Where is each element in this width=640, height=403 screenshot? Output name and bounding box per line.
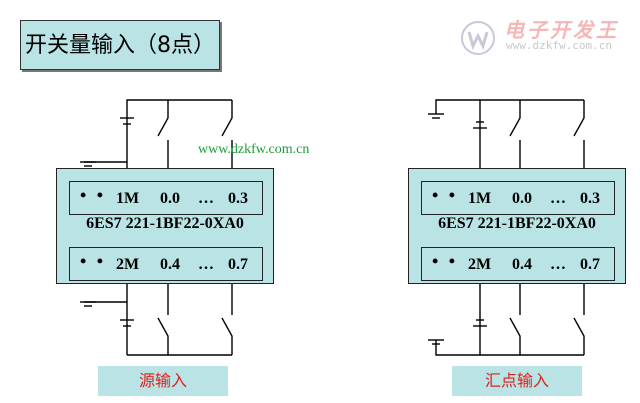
end-address: 0.3 <box>228 190 248 207</box>
ellipsis: … <box>198 256 214 273</box>
start-address: 0.0 <box>160 190 180 207</box>
plc-module-source: • • 1M 0.0 … 0.3 6ES7 221-1BF22-0XA0 • •… <box>56 168 274 284</box>
caption-sink-input: 汇点输入 <box>452 366 582 396</box>
start-address: 0.0 <box>512 190 532 207</box>
terminal-row-top: • • 1M 0.0 … 0.3 <box>421 181 615 215</box>
start-address: 0.4 <box>512 256 532 273</box>
common-label: 2M <box>468 256 492 273</box>
common-label: 1M <box>468 190 492 207</box>
terminal-row-bottom: • • 2M 0.4 … 0.7 <box>421 247 615 281</box>
terminal-row-top: • • 1M 0.0 … 0.3 <box>69 181 263 215</box>
ellipsis: … <box>550 190 566 207</box>
terminal-dots: • • <box>432 185 459 205</box>
diagram-title: 开关量输入（8点） <box>20 20 220 70</box>
watermark-url: www.dzkfw.com.cn <box>198 142 310 157</box>
logo-text: 电子开发王 <box>504 18 619 42</box>
terminal-dots: • • <box>432 251 459 271</box>
end-address: 0.7 <box>580 256 600 273</box>
end-address: 0.3 <box>580 190 600 207</box>
terminal-dots: • • <box>80 251 107 271</box>
terminal-dots: • • <box>80 185 107 205</box>
terminal-row-bottom: • • 2M 0.4 … 0.7 <box>69 247 263 281</box>
end-address: 0.7 <box>228 256 248 273</box>
logo-url: www.dzkfw.com.cn <box>506 39 612 52</box>
caption-source-input: 源输入 <box>98 366 228 396</box>
logo-icon <box>461 21 495 55</box>
common-label: 1M <box>116 190 140 207</box>
module-model-number: 6ES7 221-1BF22-0XA0 <box>86 215 244 232</box>
ellipsis: … <box>550 256 566 273</box>
module-model-number: 6ES7 221-1BF22-0XA0 <box>438 215 596 232</box>
start-address: 0.4 <box>160 256 180 273</box>
ellipsis: … <box>198 190 214 207</box>
common-label: 2M <box>116 256 140 273</box>
plc-module-sink: • • 1M 0.0 … 0.3 6ES7 221-1BF22-0XA0 • •… <box>408 168 626 284</box>
